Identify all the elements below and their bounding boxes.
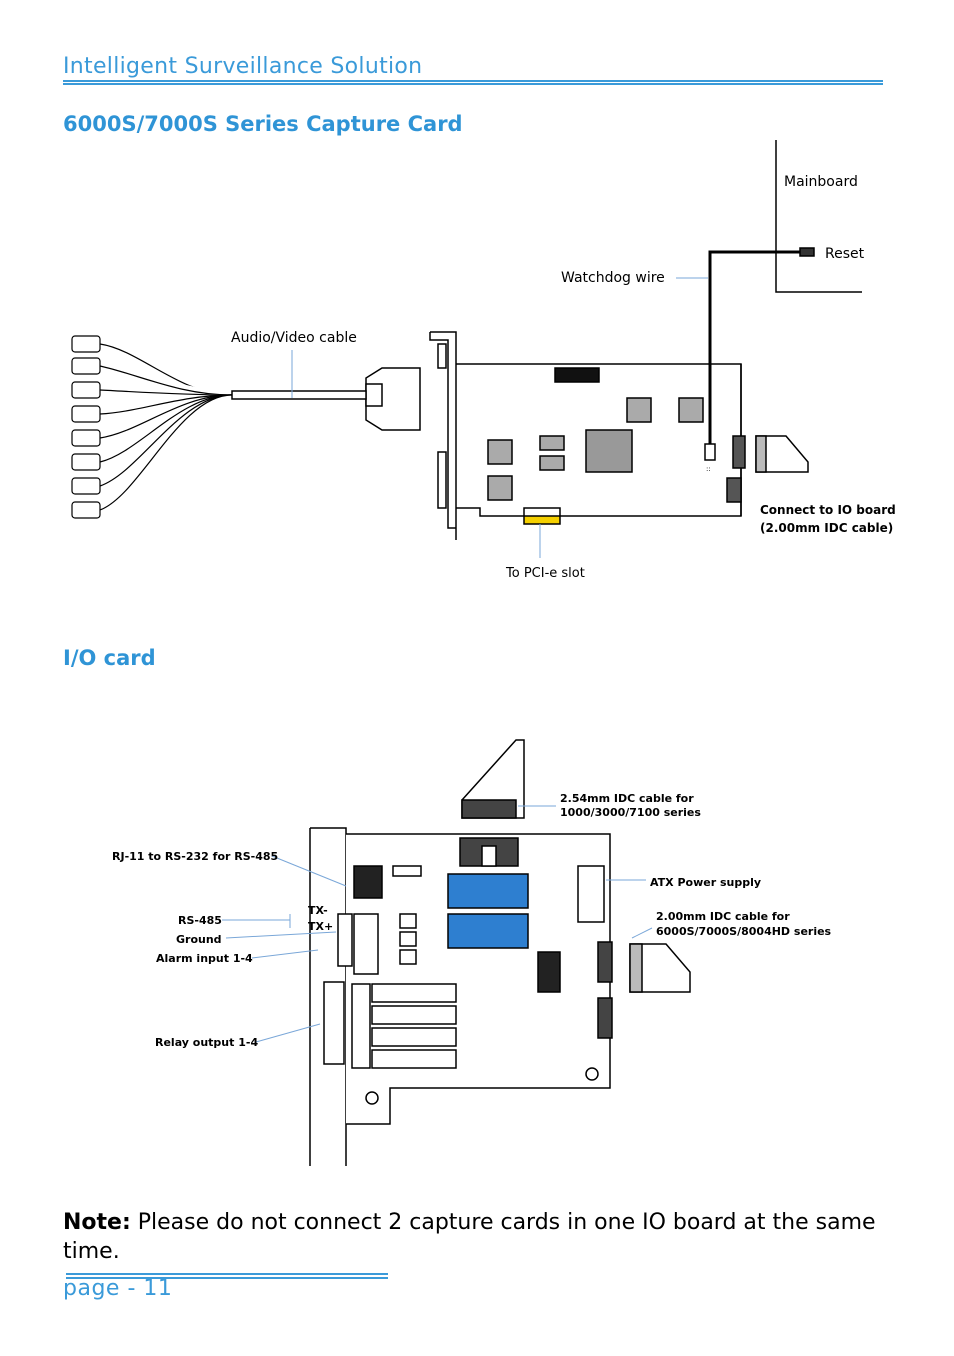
capture-card-diagram: :: Mainboard Reset Watchdog xyxy=(71,140,896,581)
idc200-header xyxy=(597,941,613,983)
jumper-block xyxy=(537,951,561,993)
relay-4 xyxy=(371,1049,457,1069)
io-connector xyxy=(732,435,746,469)
chip-f xyxy=(487,475,513,501)
label-idc254: 2.54mm IDC cable for xyxy=(560,792,694,805)
label-watchdog-wire: Watchdog wire xyxy=(561,270,665,286)
label-tx-plus: TX+ xyxy=(308,920,333,933)
section-title-capture-card: 6000S/7000S Series Capture Card xyxy=(63,112,463,136)
label-relay-output: Relay output 1-4 xyxy=(155,1036,258,1049)
atx-connector xyxy=(577,865,605,923)
label-idc200: 2.00mm IDC cable for xyxy=(656,910,790,923)
connector-2 xyxy=(726,477,742,503)
label-idc254-series: 1000/3000/7100 series xyxy=(560,806,701,819)
terminal-block-2 xyxy=(323,981,345,1065)
relay-1 xyxy=(371,983,457,1003)
bracket-port-2 xyxy=(437,451,447,509)
watchdog-header xyxy=(704,443,716,461)
pci-bracket xyxy=(430,331,457,540)
relay-2 xyxy=(371,1005,457,1025)
watchdog-wire xyxy=(708,250,800,444)
chip-a xyxy=(626,397,652,423)
header-rule xyxy=(63,80,883,85)
chip-c xyxy=(539,435,565,451)
label-av-cable: Audio/Video cable xyxy=(231,330,357,346)
rca-fanout xyxy=(71,335,233,519)
note-text: Please do not connect 2 capture cards in… xyxy=(63,1210,876,1264)
note-paragraph: Note: Please do not connect 2 capture ca… xyxy=(63,1208,903,1266)
label-alarm-input: Alarm input 1-4 xyxy=(156,952,253,965)
dip-switch-1 xyxy=(447,873,529,909)
rj11-jack xyxy=(353,865,383,899)
chip-d xyxy=(539,455,565,471)
chip-b xyxy=(678,397,704,423)
page-number: page - 11 xyxy=(63,1276,173,1301)
label-tx-minus: TX- xyxy=(308,904,328,917)
label-rs485: RS-485 xyxy=(178,914,222,927)
mainboard-outline xyxy=(775,140,862,293)
label-io-connect: Connect to IO board xyxy=(760,503,896,517)
chip-top xyxy=(554,367,600,383)
label-atx: ATX Power supply xyxy=(650,876,761,889)
relay-3 xyxy=(371,1027,457,1047)
svg-text:::: :: xyxy=(706,465,711,473)
label-rj11: RJ-11 to RS-232 for RS-485 xyxy=(112,850,278,863)
bracket-port-1 xyxy=(437,343,447,369)
terminal-block-1 xyxy=(337,913,353,967)
label-io-cable: (2.00mm IDC cable) xyxy=(760,521,893,535)
note-label: Note: xyxy=(63,1210,131,1235)
label-pcie-slot: To PCI-e slot xyxy=(505,566,585,581)
chip-main xyxy=(585,429,633,473)
io-card-diagram: 2.54mm IDC cable for 1000/3000/7100 seri… xyxy=(112,739,832,1166)
dip-switch-2 xyxy=(447,913,529,949)
section-title-io-card: I/O card xyxy=(63,646,156,670)
chip-e xyxy=(487,439,513,465)
footer-rule xyxy=(66,1273,388,1279)
label-idc200-series: 6000S/7000S/8004HD series xyxy=(656,925,832,938)
pcie-contact xyxy=(523,515,561,525)
running-header: Intelligent Surveillance Solution xyxy=(63,54,423,79)
label-mainboard: Mainboard xyxy=(784,174,858,190)
label-ground: Ground xyxy=(176,933,222,946)
label-reset: Reset xyxy=(825,246,865,262)
